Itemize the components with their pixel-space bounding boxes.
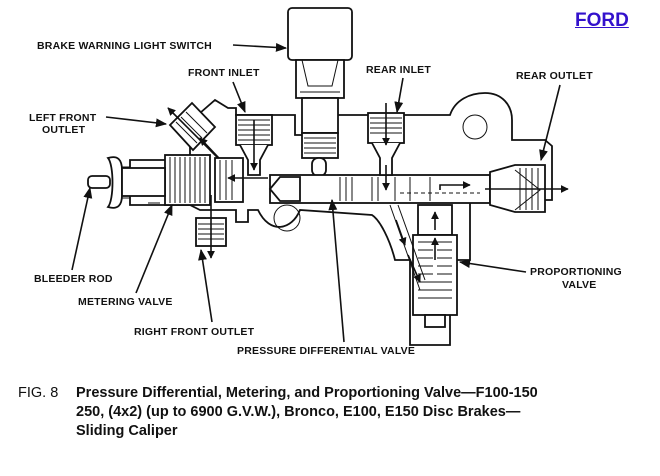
leader-brake-warning-light-switch <box>232 42 288 52</box>
leader-proportioning-valve <box>458 259 527 273</box>
left-front-outlet-port <box>167 101 236 176</box>
leader-left-front-outlet <box>105 116 168 128</box>
bleeder-rod <box>87 156 166 209</box>
label-proportioning-valve-line2: VALVE <box>562 279 596 291</box>
label-bleeder-rod: BLEEDER ROD <box>34 273 113 285</box>
caption-line-1: Pressure Differential, Metering, and Pro… <box>76 385 538 401</box>
leader-front-inlet <box>232 81 246 114</box>
caption-line-3: Sliding Caliper <box>76 423 178 439</box>
brake-warning-light-switch <box>287 7 353 177</box>
front-inlet-port <box>235 114 273 176</box>
label-left-front-outlet-line2: OUTLET <box>42 124 86 136</box>
rear-inlet-port <box>367 103 405 191</box>
proportioning-valve-body <box>389 204 458 328</box>
leader-bleeder-rod <box>71 186 93 271</box>
figure-number: FIG. 8 <box>18 385 59 401</box>
label-rear-inlet: REAR INLET <box>366 64 431 76</box>
caption-text: Pressure Differential, Metering, and Pro… <box>76 384 636 441</box>
ford-brand-link[interactable]: FORD <box>575 10 629 31</box>
label-left-front-outlet-line1: LEFT FRONT <box>29 112 97 124</box>
label-metering-valve: METERING VALVE <box>78 296 173 308</box>
leader-right-front-outlet <box>198 248 213 323</box>
leader-metering-valve <box>135 203 173 294</box>
leader-rear-inlet <box>394 77 404 114</box>
caption-line-2: 250, (4x2) (up to 6900 G.V.W.), Bronco, … <box>76 404 521 420</box>
label-brake-warning-light-switch: BRAKE WARNING LIGHT SWITCH <box>37 40 212 52</box>
label-proportioning-valve-line1: PROPORTIONING <box>530 266 622 278</box>
label-right-front-outlet: RIGHT FRONT OUTLET <box>134 326 255 338</box>
leader-rear-outlet <box>539 84 561 162</box>
differential-bore <box>268 164 569 213</box>
label-rear-outlet: REAR OUTLET <box>516 70 593 82</box>
label-pressure-differential-valve: PRESSURE DIFFERENTIAL VALVE <box>237 345 415 357</box>
leader-pressure-differential-valve <box>328 198 345 343</box>
label-front-inlet: FRONT INLET <box>188 67 260 79</box>
right-front-outlet-port <box>195 195 227 259</box>
